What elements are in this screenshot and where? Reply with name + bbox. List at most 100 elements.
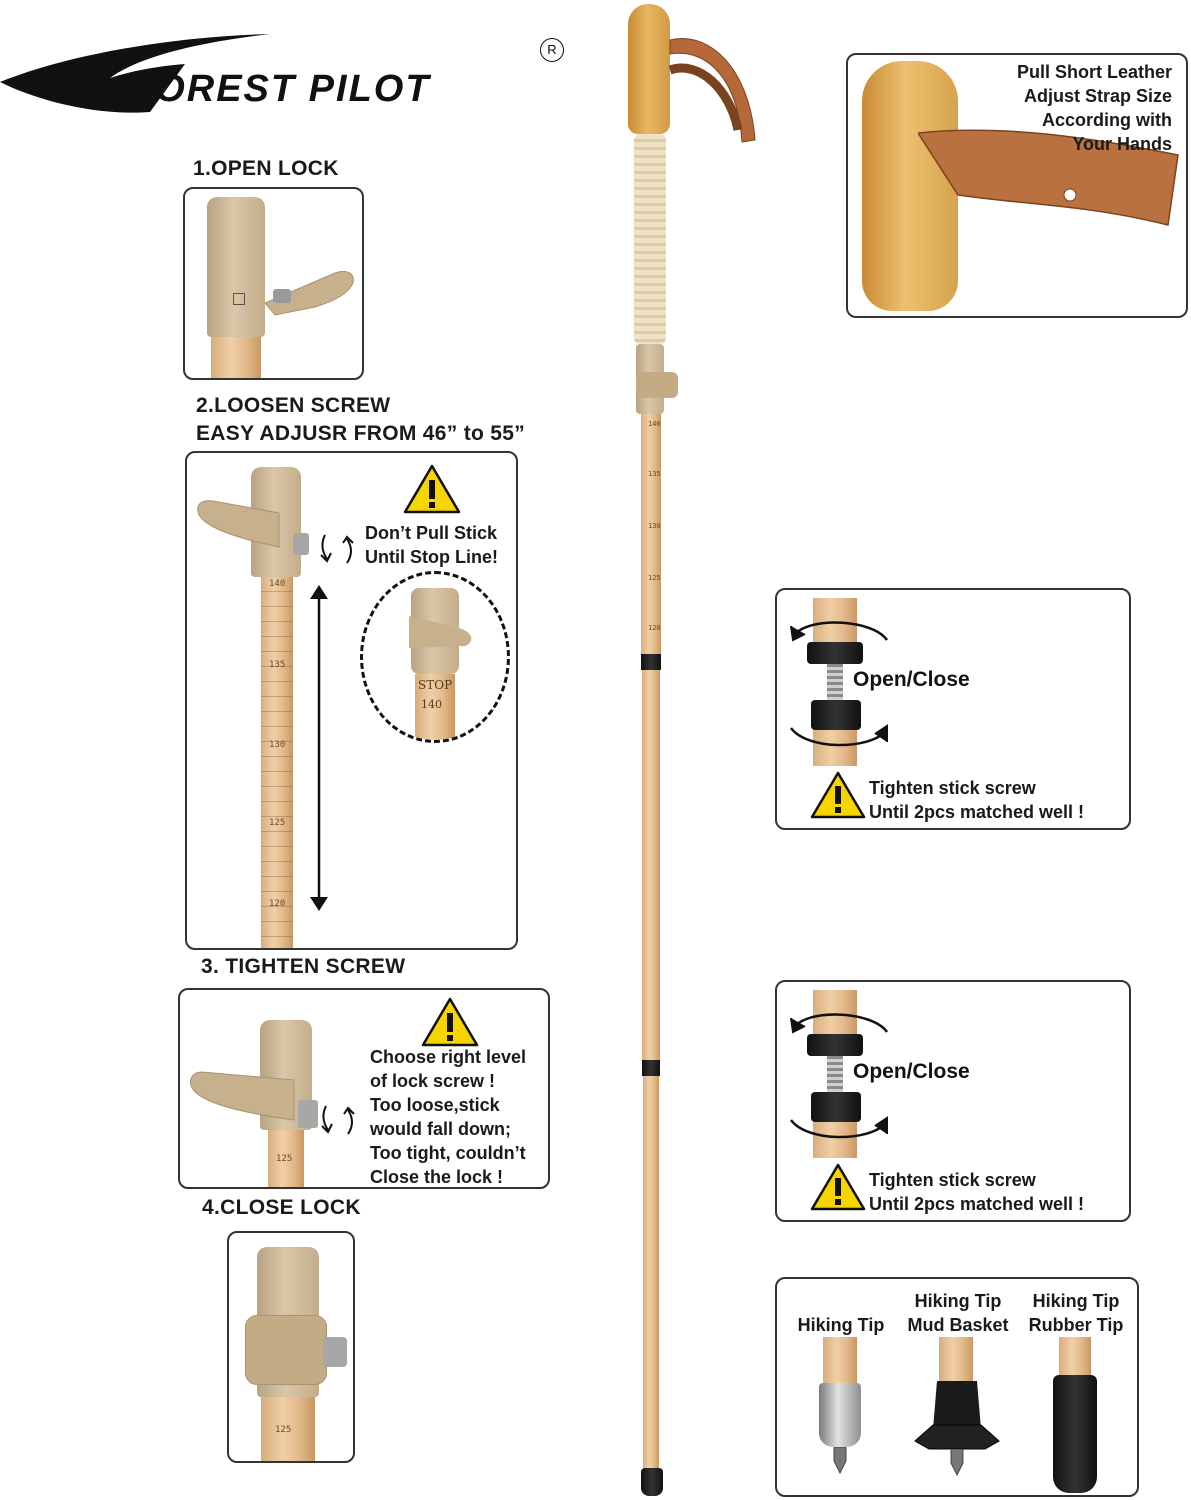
step-loosen-screw-label: 2.LOOSEN SCREW [196,394,391,417]
stop-label: STOP [418,678,453,692]
upper-shaft [641,414,661,654]
rotate-arrow-icon [783,1002,893,1047]
pole-scale-mark: 125 [648,574,661,582]
tip-label-line1: Hiking Tip [1032,1291,1120,1311]
thread-screw [827,1056,843,1092]
lock-warning-line: Too loose,stick [370,1095,500,1115]
leather-strap [916,115,1186,270]
rubber-tip [641,1468,663,1496]
open-close-label: Open/Close [853,1060,970,1083]
lock-lever-closed [636,372,678,398]
lock-screw [323,1337,347,1367]
pole-segment [211,337,261,378]
scale-mark: 140 [269,579,286,589]
thread-screw [827,664,843,700]
strap-note-line: Pull Short Leather [1016,62,1172,82]
lock-indicator [233,293,245,305]
lock-warning-line: Too tight, couldn’t [370,1143,526,1163]
scale-mark: 135 [269,660,286,670]
lock-lever-closed [245,1315,327,1385]
stop-line-detail: STOP 140 [360,571,510,743]
lock-screw [298,1100,318,1128]
pole-segment [268,1130,304,1187]
scale-mark: 120 [269,899,286,909]
pole-segment [261,1397,315,1461]
wooden-handle-closeup [862,61,958,311]
joint-cap-bottom [811,1092,861,1122]
pole-scale-mark: 130 [648,522,661,530]
pole-scale-mark: 120 [648,624,661,632]
loosen-screw-panel: 140 135 130 125 120 Don’t Pull Stick Unt… [185,451,518,950]
pole-segment [813,730,857,766]
strap-adjust-panel: Pull Short Leather Adjust Strap Size Acc… [846,53,1188,318]
trekking-pole: 140 135 130 125 120 [600,0,756,1500]
pull-warning-line2: Until Stop Line! [365,547,498,567]
joint-ring [642,1060,660,1076]
lock-warning-line: of lock screw ! [370,1071,496,1091]
pole-scale-mark: 135 [648,470,661,478]
lock-screw [273,289,291,303]
rotate-arrows-icon [318,1100,358,1145]
lower-shaft [643,1076,659,1472]
brand-name: FOREST PILOT [130,68,431,110]
lock-lever-open [193,497,283,557]
joint-warning-line2: Until 2pcs matched well ! [869,802,1085,822]
adjust-range-label: EASY ADJUSR FROM 46” to 55” [196,422,526,445]
carbide-point [949,1448,965,1482]
tighten-screw-panel: 125 Choose right level of lock screw ! T… [178,988,550,1189]
rotate-arrows-icon [317,529,357,574]
pole-segment [813,1122,857,1158]
scale-mark: 125 [269,818,286,828]
joint-cap-bottom [811,700,861,730]
tip-label-line2: Mud Basket [907,1315,1009,1335]
lock-warning-line: would fall down; [370,1119,511,1139]
rotate-arrow-icon [787,720,897,765]
rubber-tip-cap [1053,1375,1097,1493]
double-arrow-icon [307,583,331,918]
joint-warning-line2: Until 2pcs matched well ! [869,1194,1085,1214]
joint-warning-line1: Tighten stick screw [869,778,1036,798]
metal-tip [819,1383,861,1447]
rotate-arrow-icon [783,610,893,655]
stop-mark: 140 [421,698,442,711]
foam-grip [634,134,666,344]
wooden-handle [628,4,670,134]
scale-mark: 125 [275,1425,292,1435]
mud-basket [911,1379,1003,1464]
tip-label-line1: Hiking Tip [914,1291,1002,1311]
rotate-arrow-icon [787,1112,897,1157]
warning-icon [420,996,480,1048]
tip-shaft [1059,1337,1091,1379]
open-lock-panel [183,187,364,380]
brand-logo: FOREST PILOT R [0,30,580,120]
open-close-label: Open/Close [853,668,970,691]
strap-note-line: According with [1042,110,1172,130]
lock-housing [207,197,265,337]
pole-segment [261,577,293,948]
strap-note-line: Adjust Strap Size [1023,86,1172,106]
scale-mark: 130 [269,740,286,750]
lock-lever-closed [186,1068,296,1128]
registered-mark: R [540,38,564,62]
joint-warning-line1: Tighten stick screw [869,1170,1036,1190]
pull-warning-line1: Don’t Pull Stick [365,523,498,543]
scale-mark: 125 [276,1154,293,1164]
joint-ring [641,654,661,670]
lock-lever-open [264,267,357,316]
tip-label-line2: Rubber Tip [1028,1315,1124,1335]
wrist-strap [660,30,790,165]
step-close-lock-label: 4.CLOSE LOCK [202,1196,361,1219]
joint-cap-top [807,642,863,664]
joint-panel: Open/Close Tighten stick screw Until 2pc… [775,980,1131,1222]
tip-shaft [823,1337,857,1387]
lock-warning-line: Close the lock ! [370,1167,504,1187]
joint-panel: Open/Close Tighten stick screw Until 2pc… [775,588,1131,830]
pole-scale-mark: 140 [648,420,661,428]
joint-cap-top [807,1034,863,1056]
lock-screw [293,533,309,555]
step-open-lock-label: 1.OPEN LOCK [193,157,339,180]
middle-shaft [642,670,660,1060]
close-lock-panel: 125 [227,1231,355,1463]
warning-icon [809,770,867,820]
lock-warning-line: Choose right level [370,1047,527,1067]
